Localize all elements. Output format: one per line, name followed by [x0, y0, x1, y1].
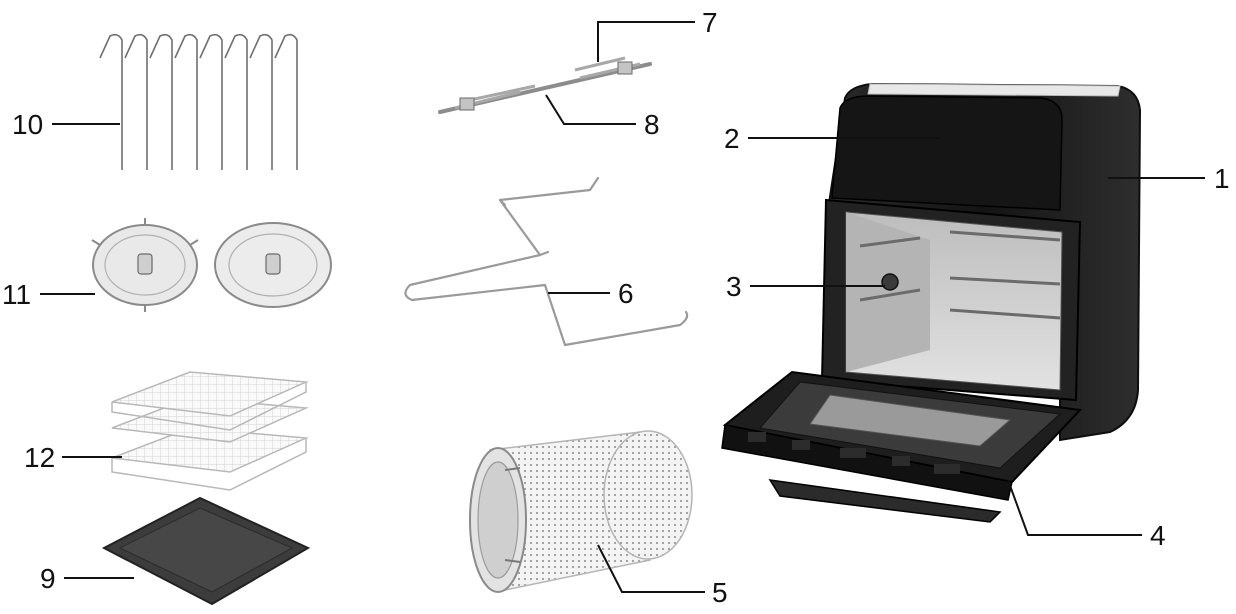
callout-7: 7 — [702, 7, 718, 38]
callout-2: 2 — [724, 123, 740, 154]
callout-10: 10 — [12, 109, 43, 140]
callout-9: 9 — [40, 563, 56, 594]
mesh-trays-illustration — [111, 371, 309, 491]
rotating-basket-illustration — [469, 430, 693, 593]
callout-leaders — [40, 21, 1205, 593]
air-fryer-illustration — [721, 82, 1142, 523]
callout-1: 1 — [1214, 163, 1230, 194]
callout-3: 3 — [726, 271, 742, 302]
callout-12: 12 — [24, 442, 55, 473]
callout-6: 6 — [618, 278, 634, 309]
skewers-illustration — [99, 33, 298, 170]
callout-4: 4 — [1150, 520, 1166, 551]
rotisserie-spit-illustration — [438, 56, 652, 114]
drip-tray-illustration — [101, 496, 311, 606]
callout-11: 11 — [2, 279, 31, 310]
callout-labels: 1 2 3 4 5 6 7 8 9 10 11 12 — [2, 7, 1230, 608]
callout-5: 5 — [712, 577, 728, 608]
rotisserie-tool-illustration — [404, 176, 689, 347]
callout-8: 8 — [644, 109, 660, 140]
rotisserie-discs-illustration — [91, 218, 332, 312]
